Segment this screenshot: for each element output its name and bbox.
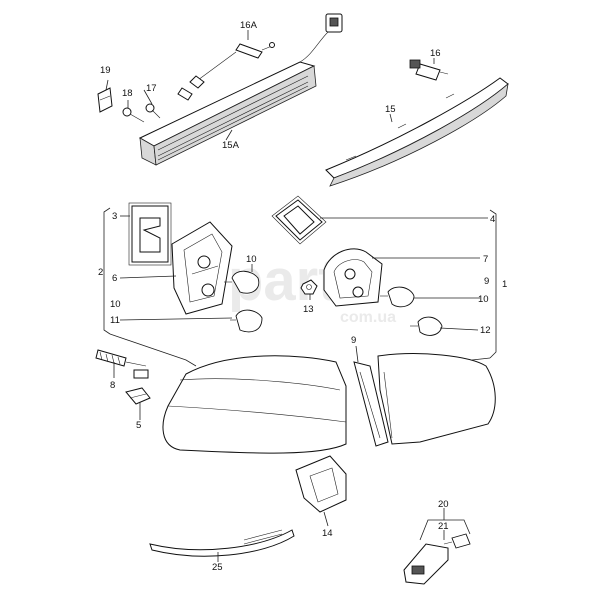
callout-21[interactable]: 21 <box>438 521 449 532</box>
callout-2[interactable]: 2 <box>98 267 103 278</box>
callout-15[interactable]: 15 <box>385 104 396 115</box>
callout-6[interactable]: 6 <box>112 273 117 284</box>
part-12-bulb[interactable] <box>410 316 443 336</box>
callout-1[interactable]: 1 <box>502 279 507 290</box>
part-6-bulb-holder[interactable] <box>171 221 233 315</box>
callout-labels: 16A 15A 16 15 17 18 19 3 4 2 6 10 7 9 1 … <box>98 20 507 573</box>
part-7-bulb-holder[interactable] <box>323 248 383 307</box>
part-9-tail-light-right[interactable] <box>353 353 496 447</box>
part-3-gasket[interactable] <box>128 202 172 266</box>
part-10-bulb-right[interactable] <box>380 286 415 308</box>
callout-10-c[interactable]: 10 <box>110 299 121 310</box>
callout-17[interactable]: 17 <box>146 83 157 94</box>
callout-10-b[interactable]: 10 <box>478 294 489 305</box>
callout-4[interactable]: 4 <box>490 214 495 225</box>
part-16a-wiring-harness[interactable] <box>177 13 343 101</box>
callout-20[interactable]: 20 <box>438 499 449 510</box>
callout-12[interactable]: 12 <box>480 325 491 336</box>
part-13-nut[interactable] <box>300 279 318 295</box>
part-4-gasket[interactable] <box>271 195 327 245</box>
callout-9-a[interactable]: 9 <box>484 276 489 287</box>
callout-18[interactable]: 18 <box>122 88 133 99</box>
callout-9-b[interactable]: 9 <box>351 335 356 346</box>
part-10-bulb[interactable] <box>224 270 260 294</box>
part-25-reflector[interactable] <box>149 529 295 557</box>
part-8-connector[interactable] <box>95 349 149 379</box>
part-15a-brake-light-bar[interactable] <box>138 61 317 166</box>
callout-13[interactable]: 13 <box>303 304 314 315</box>
callout-8[interactable]: 8 <box>110 380 115 391</box>
callout-16[interactable]: 16 <box>430 48 441 59</box>
leader-lines <box>103 30 497 562</box>
part-19-bracket[interactable] <box>97 87 113 113</box>
part-20-license-plate-light[interactable] <box>403 543 449 585</box>
watermark-sub: com.ua <box>340 309 396 326</box>
part-16-bulb-socket[interactable] <box>409 59 449 81</box>
part-11-bulb[interactable] <box>230 309 263 333</box>
callout-10-a[interactable]: 10 <box>246 254 257 265</box>
part-15-brake-light[interactable] <box>325 77 509 187</box>
callout-16a[interactable]: 16A <box>240 20 258 31</box>
callout-5[interactable]: 5 <box>136 420 141 431</box>
callout-15a[interactable]: 15A <box>222 140 240 151</box>
part-2-tail-light-left[interactable] <box>162 355 347 454</box>
callout-7[interactable]: 7 <box>483 254 488 265</box>
part-21-bulb[interactable] <box>443 533 471 549</box>
callout-3[interactable]: 3 <box>112 211 117 222</box>
callout-14[interactable]: 14 <box>322 528 333 539</box>
part-5-clip[interactable] <box>125 387 151 405</box>
part-14-bracket[interactable] <box>295 455 347 513</box>
callout-25[interactable]: 25 <box>212 562 223 573</box>
callout-19[interactable]: 19 <box>100 65 111 76</box>
part-18-clip[interactable] <box>122 107 145 123</box>
callout-11[interactable]: 11 <box>110 315 120 326</box>
part-17-screw[interactable] <box>145 103 161 119</box>
